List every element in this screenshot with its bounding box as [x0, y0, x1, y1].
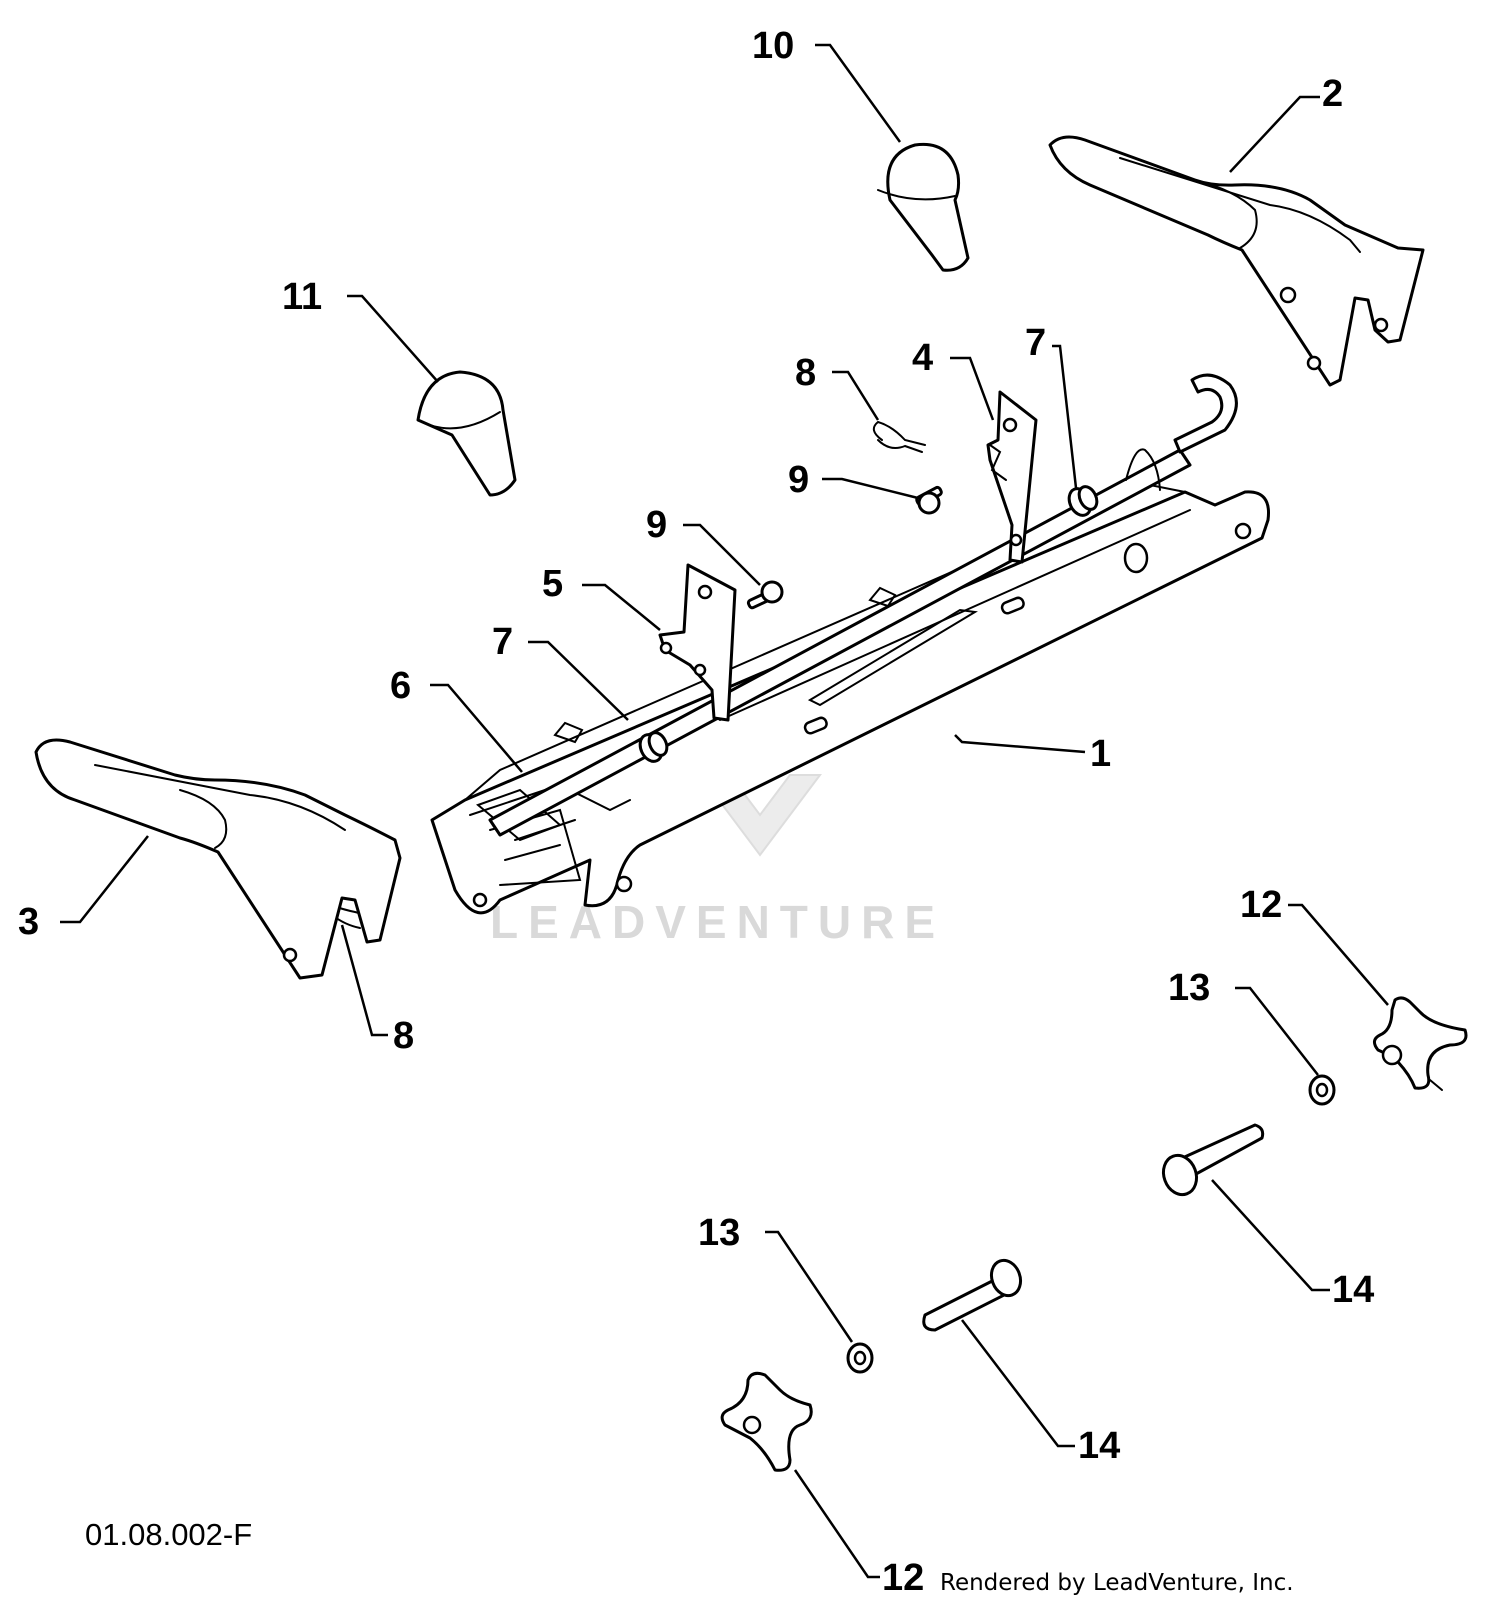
leader-12-right [1288, 903, 1389, 1006]
part-7-spacer-lower [638, 731, 669, 763]
leader-lines [60, 43, 1389, 1579]
leader-14-right [1211, 1179, 1330, 1292]
part-5-plate [658, 563, 737, 722]
leader-3 [60, 835, 149, 924]
callout-9-lower: 9 [646, 504, 667, 546]
leader-9-lower [683, 523, 761, 586]
callout-6: 6 [390, 665, 411, 707]
credit-text: Rendered by LeadVenture, Inc. [940, 1570, 1294, 1596]
leader-12-left [793, 1469, 880, 1579]
part-9-bolt-upper [915, 485, 943, 515]
part-12-star-knob-right [1373, 996, 1468, 1091]
callout-4: 4 [912, 337, 933, 379]
part-8-hairpin-clip-upper [872, 420, 926, 453]
part-1-mounting-bracket [430, 483, 1271, 915]
callout-3: 3 [18, 901, 39, 943]
callout-12-left: 12 [882, 1557, 924, 1599]
part-14-bolt-right [1161, 1123, 1265, 1197]
leader-4 [950, 356, 995, 421]
callout-7-upper: 7 [1025, 322, 1046, 364]
leader-2 [1229, 95, 1320, 173]
part-14-bolt-left [922, 1258, 1023, 1332]
part-2-handle [1048, 135, 1425, 387]
callout-8-upper: 8 [795, 352, 816, 394]
leader-8-upper [832, 370, 880, 421]
figure-code: 01.08.002-F [85, 1517, 252, 1552]
part-11-knob [416, 370, 517, 497]
leader-1 [954, 734, 1086, 754]
leader-7-lower [528, 640, 629, 721]
leader-9-upper [822, 477, 919, 500]
part-4-plate [986, 390, 1038, 564]
leader-14-left [961, 1319, 1075, 1448]
callout-2: 2 [1322, 73, 1343, 115]
leader-5 [582, 583, 661, 631]
leader-6 [430, 683, 523, 773]
callout-14-left: 14 [1078, 1425, 1120, 1467]
part-3-handle [34, 738, 402, 980]
callout-labels: 1 2 3 4 5 6 7 7 8 8 9 9 10 11 12 12 13 1… [18, 25, 1374, 1599]
callout-5: 5 [542, 563, 563, 605]
leader-13-left [765, 1230, 854, 1343]
leader-7-upper [1052, 344, 1078, 489]
part-10-knob [877, 142, 970, 272]
callout-13-right: 13 [1168, 967, 1210, 1009]
callout-8-lower: 8 [393, 1015, 414, 1057]
callout-10: 10 [752, 25, 794, 67]
leader-8-lower [340, 924, 388, 1037]
leader-13-right [1235, 986, 1319, 1076]
part-7-spacer-upper [1067, 485, 1099, 517]
part-13-washer-right [1308, 1074, 1336, 1106]
callout-13-left: 13 [698, 1212, 740, 1254]
leader-11 [347, 294, 439, 383]
callout-14-right: 14 [1332, 1269, 1374, 1311]
callout-1: 1 [1090, 733, 1111, 775]
watermark-text: LEADVENTURE [490, 896, 945, 948]
callout-7-lower: 7 [492, 621, 513, 663]
callout-12-right: 12 [1240, 884, 1282, 926]
callout-9-upper: 9 [788, 459, 809, 501]
part-13-washer-left [846, 1342, 874, 1374]
leader-10 [815, 43, 902, 143]
part-12-star-knob-left [720, 1371, 813, 1472]
part-9-bolt-lower [746, 580, 784, 610]
callout-11: 11 [282, 276, 322, 318]
